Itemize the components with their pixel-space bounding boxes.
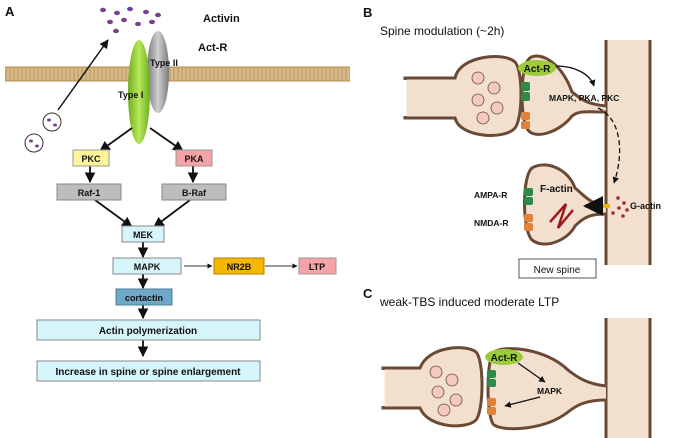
dendrite-shaft-c: [604, 318, 652, 438]
act-r-to-mapk-arrow: [517, 362, 546, 383]
actin-polymerization-label: Actin polymerization: [99, 326, 197, 337]
spine-c: [486, 347, 607, 431]
ampa-r-label: AMPA-R: [474, 190, 507, 200]
f-actin-label: F-actin: [540, 184, 573, 195]
act-r-label-b: Act-R: [524, 64, 551, 75]
kinase-pathway-arrow: [597, 107, 621, 184]
mapk-label: MAPK: [134, 262, 161, 272]
secretion-arrow: [57, 39, 109, 111]
f-actin-filament: [549, 203, 574, 229]
presynaptic-terminal-b: [403, 55, 523, 137]
dendrite-shaft-b: [604, 40, 652, 265]
cortactin-box: [115, 288, 173, 306]
panel-c-letter: C: [363, 286, 373, 301]
pka-label: PKA: [184, 154, 204, 164]
g-actin-dots: [611, 196, 629, 218]
new-spine-label: New spine: [534, 265, 581, 276]
mapk-to-nmda-arrow: [504, 396, 541, 408]
type-ii-label: Type II: [150, 58, 178, 68]
receptors-c: [487, 370, 496, 415]
receptors-b-lower: [524, 188, 533, 231]
type-i-receptor: [128, 40, 150, 144]
nr2b-label: NR2B: [227, 262, 252, 272]
nr2b-box: [213, 257, 265, 275]
synaptic-vesicles-b: [471, 71, 504, 125]
braf-box: [161, 183, 227, 201]
act-r-arrow-b: [555, 65, 596, 87]
act-r-label: Act-R: [198, 42, 227, 54]
raf1-box: [56, 183, 122, 201]
type-ii-receptor: [147, 31, 169, 113]
kinases-label: MAPK, PKA, PKC: [549, 93, 619, 103]
raf1-label: Raf-1: [78, 188, 101, 198]
spine-enlargement-box: [36, 360, 261, 382]
presynaptic-terminal-c: [381, 346, 484, 428]
cortactin-label: cortactin: [125, 293, 163, 303]
activin-molecules: [100, 6, 161, 34]
panel-b-letter: B: [363, 5, 372, 20]
mek-label: MEK: [133, 230, 154, 240]
panel-c-title: weak-TBS induced moderate LTP: [379, 295, 559, 309]
panel-a-letter: A: [5, 4, 15, 19]
synaptic-vesicles-c: [429, 365, 463, 417]
cell-membrane: [5, 67, 350, 81]
mapk-box: [112, 257, 182, 275]
braf-label: B-Raf: [182, 188, 207, 198]
ltp-box: [298, 257, 337, 275]
act-r-oval-c: [485, 349, 523, 365]
secretory-vesicles: [24, 112, 62, 153]
mapk-label-c: MAPK: [537, 386, 563, 396]
act-r-label-c: Act-R: [491, 353, 518, 364]
actin-polymerization-box: [36, 319, 261, 341]
pka-box: [175, 149, 213, 167]
new-spine-box: [518, 258, 597, 279]
spine-enlargement-label: Increase in spine or spine enlargement: [55, 367, 241, 378]
ltp-label: LTP: [309, 262, 325, 272]
act-r-oval-b: [518, 60, 556, 76]
mek-box: [121, 225, 165, 243]
receptors-b-upper: [521, 82, 530, 129]
activin-label: Activin: [203, 13, 240, 25]
pkc-box: [72, 149, 110, 167]
type-i-label: Type I: [118, 90, 143, 100]
pkc-label: PKC: [81, 154, 101, 164]
panel-b-title: Spine modulation (~2h): [380, 24, 504, 38]
nmda-r-label: NMDA-R: [474, 218, 508, 228]
g-actin-label: G-actin: [630, 201, 661, 211]
